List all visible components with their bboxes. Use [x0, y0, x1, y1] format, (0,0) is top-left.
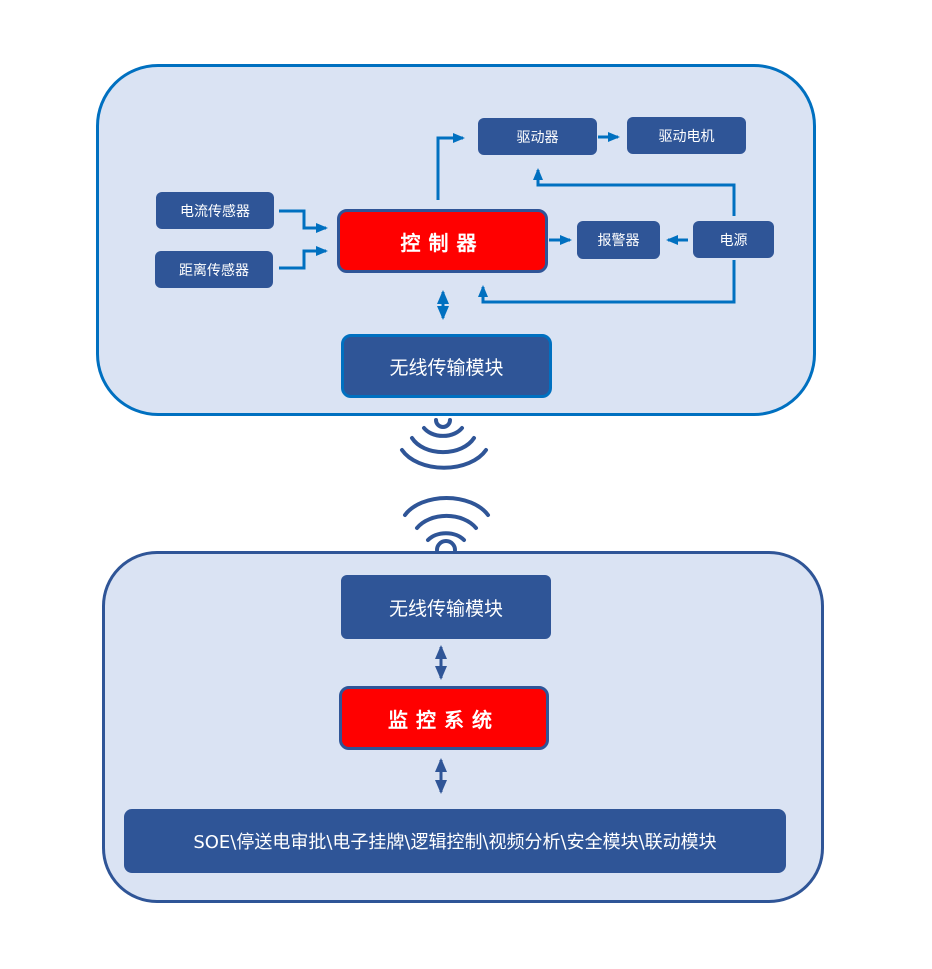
driver-box: 驱动器	[478, 118, 597, 155]
power-supply-box: 电源	[693, 221, 774, 258]
controller-box: 控制器	[337, 209, 548, 273]
drive-motor-box: 驱动电机	[627, 117, 746, 154]
wireless-signal-down-icon	[400, 418, 488, 470]
wireless-signal-up-icon	[403, 495, 490, 552]
distance-sensor-box: 距离传感器	[155, 251, 273, 288]
functions-box: SOE\停送电审批\电子挂牌\逻辑控制\视频分析\安全模块\联动模块	[124, 809, 786, 873]
monitor-wireless-module-box: 无线传输模块	[341, 575, 551, 639]
current-sensor-box: 电流传感器	[156, 192, 274, 229]
alarm-box: 报警器	[577, 221, 660, 259]
field-wireless-module-box: 无线传输模块	[341, 334, 552, 398]
monitoring-system-box: 监控系统	[339, 686, 549, 750]
